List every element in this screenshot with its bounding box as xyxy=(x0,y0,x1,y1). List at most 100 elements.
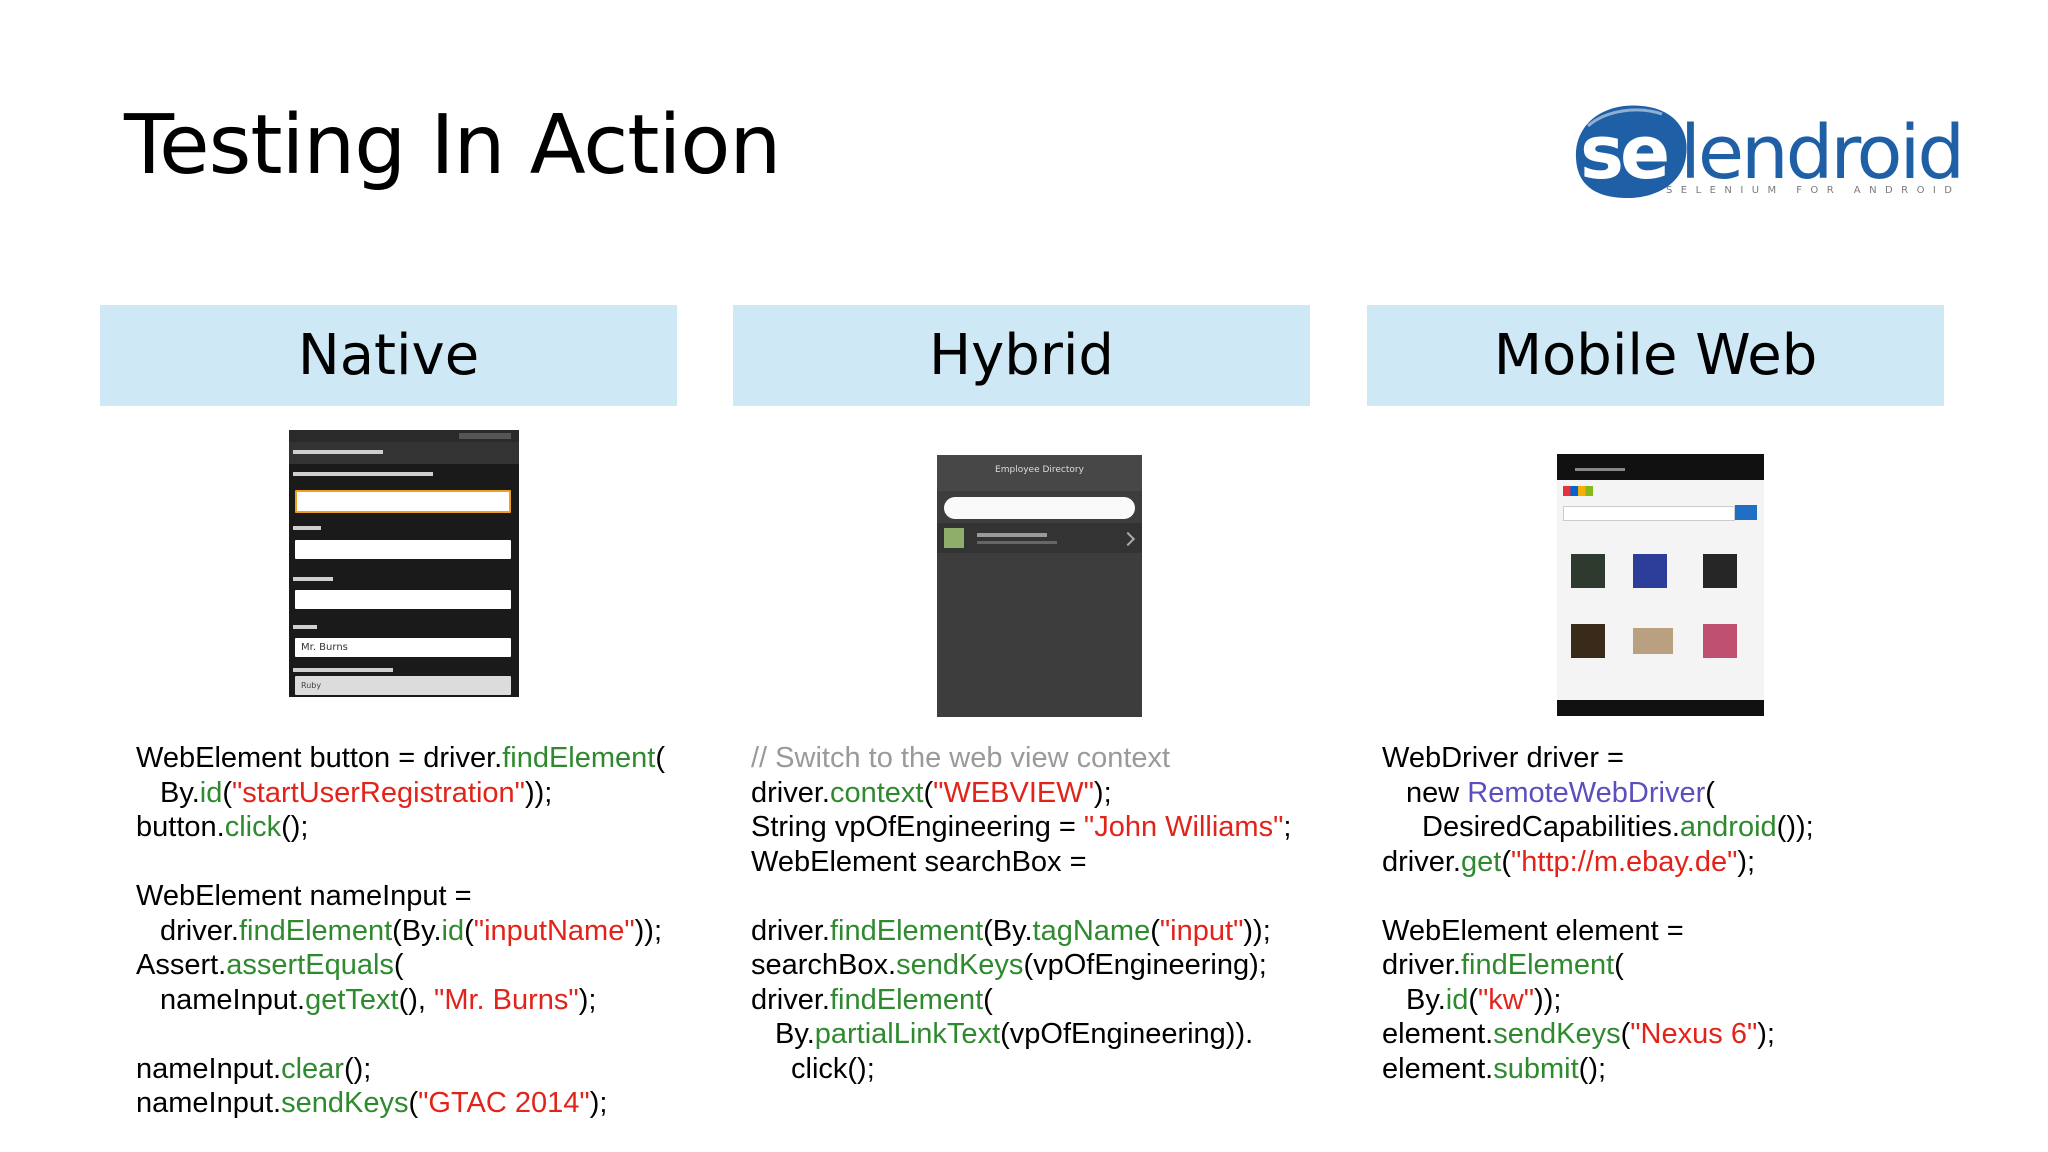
code-token: )); xyxy=(1243,914,1271,947)
code-token: button. xyxy=(136,811,225,843)
code-token: searchBox. xyxy=(751,949,897,981)
code-token: "inputName" xyxy=(473,914,635,947)
code-line: nameInput.getText(), "Mr. Burns"); xyxy=(136,983,665,1018)
code-token: nameInput. xyxy=(136,1087,282,1119)
label-placeholder xyxy=(293,450,383,454)
code-token: sendKeys xyxy=(281,1087,409,1119)
code-token: nameInput. xyxy=(136,1052,282,1085)
search-field xyxy=(1563,506,1735,521)
code-token: findElement xyxy=(502,742,656,774)
code-token: id xyxy=(441,914,465,947)
code-token: By. xyxy=(775,1018,815,1050)
code-token: "input" xyxy=(1159,914,1244,947)
label-placeholder xyxy=(293,472,433,476)
code-token: submit xyxy=(1493,1052,1579,1085)
native-app-screenshot: Mr. Burns Ruby xyxy=(289,430,519,697)
code-token: tagName xyxy=(1032,914,1151,947)
column-header-hybrid: Hybrid xyxy=(733,305,1310,406)
browser-title xyxy=(1575,468,1625,471)
code-line: new RemoteWebDriver( xyxy=(1382,776,1814,811)
code-token: ( xyxy=(1620,1018,1631,1050)
code-token: WebElement searchBox = xyxy=(751,845,1087,878)
code-token: By. xyxy=(160,776,200,809)
column-header-mobile-web: Mobile Web xyxy=(1367,305,1944,406)
code-token: (); xyxy=(281,811,309,843)
code-token: ()); xyxy=(1776,811,1814,843)
hybrid-app-screenshot: Employee Directory xyxy=(937,455,1142,717)
code-token: element. xyxy=(1382,1052,1494,1085)
code-line: element.sendKeys("Nexus 6"); xyxy=(1382,1017,1814,1052)
nav-bar xyxy=(1557,700,1764,716)
code-token: ( xyxy=(983,983,993,1016)
code-token: "startUserRegistration" xyxy=(232,776,525,809)
code-token: ( xyxy=(408,1087,419,1119)
code-line: String vpOfEngineering = "John Williams"… xyxy=(751,810,1291,845)
product-thumb xyxy=(1633,628,1673,654)
status-icons xyxy=(459,433,511,439)
product-thumb xyxy=(1703,624,1737,658)
code-token: ( xyxy=(1150,914,1160,947)
code-token: ( xyxy=(655,742,666,774)
code-token: findElement xyxy=(1460,949,1615,981)
code-token: ( xyxy=(1705,776,1715,809)
code-token: ( xyxy=(1614,949,1624,981)
product-thumb xyxy=(1703,554,1737,588)
code-line: element.submit(); xyxy=(1382,1052,1814,1087)
code-token: By. xyxy=(1406,983,1446,1016)
code-token: ); xyxy=(578,983,597,1016)
code-line: nameInput.clear(); xyxy=(136,1052,665,1087)
code-token: driver. xyxy=(751,983,830,1016)
hybrid-header-title: Employee Directory xyxy=(995,465,1084,475)
code-line: WebElement element = xyxy=(1382,914,1814,949)
code-token: driver. xyxy=(160,914,239,947)
result-text xyxy=(977,533,1047,537)
code-line: WebDriver driver = xyxy=(1382,741,1814,776)
code-token: )); xyxy=(524,776,553,809)
code-line: driver.get("http://m.ebay.de"); xyxy=(1382,845,1814,880)
code-token: (By. xyxy=(392,914,442,947)
code-token: ( xyxy=(393,949,404,981)
code-token: (); xyxy=(343,1052,372,1085)
code-token: ); xyxy=(1093,776,1112,809)
label-placeholder xyxy=(293,668,393,672)
column-header-native: Native xyxy=(100,305,677,406)
code-token: id xyxy=(199,776,223,809)
slide-title: Testing In Action xyxy=(124,98,781,193)
code-token: click xyxy=(224,811,282,843)
code-token: sendKeys xyxy=(896,949,1024,981)
code-token: id xyxy=(1445,983,1469,1016)
logo-text-se: se xyxy=(1580,110,1667,196)
code-token: Assert. xyxy=(136,949,227,981)
code-token: ; xyxy=(1283,811,1292,843)
code-token: (); xyxy=(1578,1052,1607,1085)
code-token: )); xyxy=(1534,983,1562,1016)
code-token: (), xyxy=(398,983,435,1016)
code-token: findElement xyxy=(238,914,393,947)
code-native: WebElement button = driver.findElement(B… xyxy=(136,741,665,1121)
code-mobile-web: WebDriver driver =new RemoteWebDriver(De… xyxy=(1382,741,1814,1086)
code-token: ( xyxy=(222,776,232,809)
code-token: clear xyxy=(281,1052,344,1085)
code-token: "Mr. Burns" xyxy=(434,983,579,1016)
code-token: partialLinkText xyxy=(814,1018,1001,1050)
code-token: "http://m.ebay.de" xyxy=(1510,845,1738,878)
result-subtext xyxy=(977,541,1057,544)
code-token: driver. xyxy=(751,776,830,809)
code-token: "WEBVIEW" xyxy=(933,776,1094,809)
code-line: WebElement button = driver.findElement( xyxy=(136,741,665,776)
code-line: By.id("startUserRegistration")); xyxy=(136,776,665,811)
code-line: driver.findElement(By.tagName("input")); xyxy=(751,914,1291,949)
label-placeholder xyxy=(293,526,321,530)
code-token: sendKeys xyxy=(1493,1018,1621,1050)
code-line: driver.findElement( xyxy=(751,983,1291,1018)
code-token: WebElement element = xyxy=(1382,914,1684,947)
code-token: android xyxy=(1679,811,1777,843)
name-field: Mr. Burns xyxy=(295,638,511,657)
code-token: ); xyxy=(1757,1018,1775,1050)
code-token: "GTAC 2014" xyxy=(418,1087,590,1119)
label-placeholder xyxy=(293,625,317,629)
code-line: click(); xyxy=(751,1052,1291,1087)
code-token: ); xyxy=(1737,845,1756,878)
code-token: assertEquals xyxy=(226,949,394,981)
